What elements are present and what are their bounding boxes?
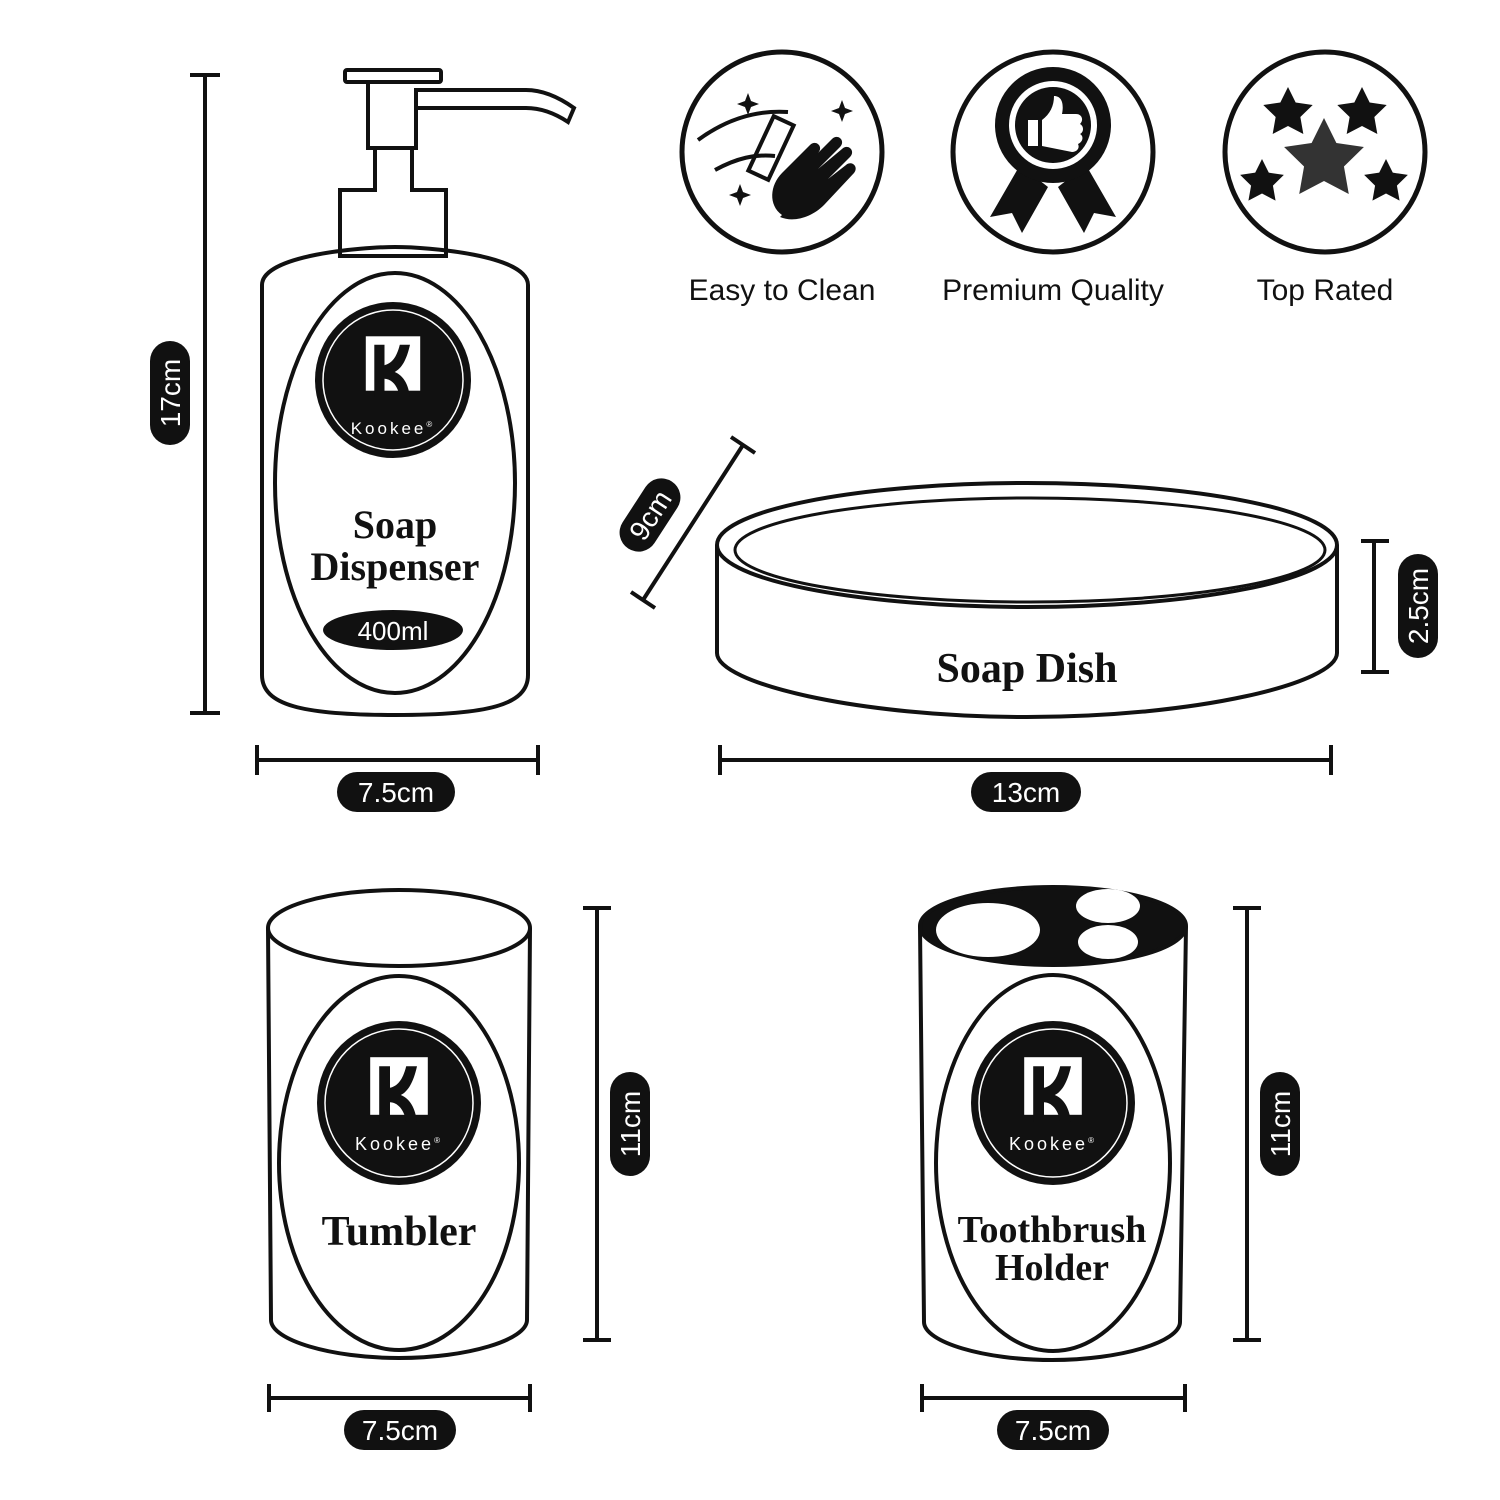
dish-width-label: 13cm: [992, 777, 1060, 808]
holder-slot-large: [936, 903, 1040, 957]
feature-top-rated: Top Rated: [1222, 49, 1428, 307]
dish-width-pill: 13cm: [971, 772, 1081, 812]
cleaning-hand-icon: [696, 93, 856, 220]
registered-mark: ®: [1088, 1136, 1097, 1145]
dish-rim-inner: [733, 496, 1327, 604]
dispenser-width-label: 7.5cm: [358, 777, 434, 808]
tumbler-height-label: 11cm: [615, 1091, 646, 1157]
tumbler-height-pill: 11cm: [610, 1072, 650, 1176]
toothbrush-holder: [918, 885, 1188, 1363]
soap-dispenser: [260, 68, 577, 718]
tumbler: [266, 888, 532, 1361]
tumbler-title: Tumbler: [322, 1209, 477, 1255]
five-stars-icon: [1240, 87, 1408, 201]
holder-label-oval: [934, 973, 1172, 1353]
dish-body: [715, 545, 1339, 720]
dish-width-dimension: [718, 745, 1333, 775]
toothbrush-holder-title-line1: Toothbrush: [958, 1209, 1147, 1251]
pump-nozzle: [366, 82, 577, 150]
volume-badge: 400ml: [323, 610, 463, 650]
holder-slot-small: [1078, 925, 1138, 959]
dispenser-width-pill: 7.5cm: [337, 772, 455, 812]
feature-circle: [679, 49, 885, 255]
holder-body: [918, 925, 1188, 1363]
soap-dispenser-logo: Kookee®: [315, 302, 471, 458]
dispenser-width-dimension: [255, 745, 540, 775]
feature-circle: [950, 49, 1156, 255]
tumbler-label-oval: [277, 974, 521, 1352]
holder-height-pill: 11cm: [1260, 1072, 1300, 1176]
tumbler-width-label: 7.5cm: [362, 1415, 438, 1446]
registered-mark: ®: [426, 420, 435, 429]
feature-circle: [1222, 49, 1428, 255]
holder-height-dimension: [1233, 906, 1261, 1342]
volume-label: 400ml: [358, 616, 429, 646]
feature-label: Premium Quality: [942, 274, 1164, 307]
dish-height-label: 2.5cm: [1403, 568, 1434, 644]
thumbs-up-rosette-icon: [990, 67, 1116, 233]
tumbler-rim: [266, 888, 532, 968]
brand-name: Kookee®: [351, 419, 436, 438]
holder-width-dimension: [920, 1384, 1187, 1412]
bottle-body: [260, 244, 530, 718]
holder-width-pill: 7.5cm: [997, 1410, 1109, 1450]
toothbrush-holder-logo: Kookee®: [971, 1021, 1135, 1185]
dispenser-height-label: 17cm: [155, 359, 186, 427]
holder-width-label: 7.5cm: [1015, 1415, 1091, 1446]
soap-dish-title: Soap Dish: [937, 646, 1118, 692]
holder-slot-small: [1076, 889, 1140, 923]
toothbrush-holder-title-line2: Holder: [995, 1247, 1109, 1289]
holder-height-label: 11cm: [1265, 1091, 1296, 1157]
dish-height-dimension: [1361, 539, 1389, 674]
dispenser-height-pill: 17cm: [150, 341, 190, 445]
dish-depth-dimension: [629, 435, 757, 610]
soap-dish: [715, 481, 1339, 720]
soap-dispenser-title-line1: Soap: [353, 502, 438, 547]
soap-dispenser-title-line2: Dispenser: [311, 544, 480, 589]
feature-easy-to-clean: Easy to Clean: [679, 49, 885, 307]
tumbler-body: [266, 927, 532, 1361]
pump-cap: [343, 68, 443, 84]
tumbler-width-pill: 7.5cm: [344, 1410, 456, 1450]
registered-mark: ®: [434, 1136, 443, 1145]
dispenser-height-dimension: [190, 73, 220, 715]
tumbler-width-dimension: [267, 1384, 532, 1412]
feature-premium-quality: Premium Quality: [942, 49, 1164, 307]
feature-label: Easy to Clean: [689, 274, 876, 307]
tumbler-height-dimension: [583, 906, 611, 1342]
feature-label: Top Rated: [1257, 274, 1394, 307]
dish-height-pill: 2.5cm: [1398, 554, 1438, 658]
pump-neck: [338, 150, 448, 258]
brand-name: Kookee®: [355, 1134, 443, 1154]
tumbler-logo: Kookee®: [317, 1021, 481, 1185]
bottle-label-oval: [273, 271, 517, 695]
brand-name: Kookee®: [1009, 1134, 1097, 1154]
dish-rim-outer: [715, 481, 1339, 609]
